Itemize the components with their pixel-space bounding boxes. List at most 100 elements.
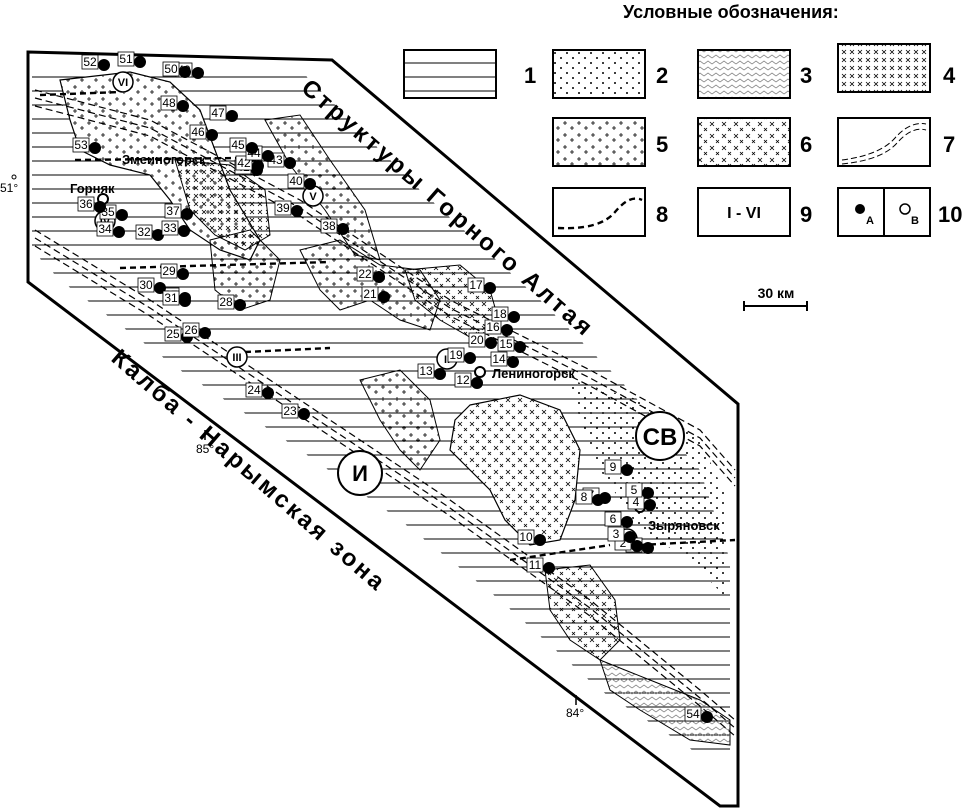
- deposit-4: 4: [627, 494, 656, 511]
- deposit-number: 45: [231, 138, 245, 152]
- deposit-number: 33: [163, 221, 177, 235]
- unit-3-area: [599, 659, 731, 746]
- city-gornyak: Горняк: [70, 181, 115, 205]
- deposit-15: 15: [497, 336, 526, 353]
- deposit-marker: [291, 205, 303, 217]
- svg-text:А: А: [866, 215, 874, 227]
- deposit-number: 26: [184, 323, 198, 337]
- deposit-marker: [642, 542, 654, 554]
- legend-item-1: 1: [403, 49, 536, 99]
- city-leninogorsk: Лениногорск: [474, 366, 575, 381]
- label-i-circle: И: [337, 450, 383, 496]
- svg-text:8: 8: [656, 202, 668, 227]
- legend-item-8: 8: [552, 187, 668, 237]
- deposit-number: 3: [613, 527, 620, 541]
- deposit-number: 28: [219, 295, 233, 309]
- deposit-label-box: [526, 557, 544, 573]
- deposit-29: 29: [160, 263, 189, 280]
- deposit-marker: [543, 562, 555, 574]
- dashed-faults: [39, 90, 736, 562]
- legend-item-5: 5: [552, 117, 668, 167]
- deposit-3: 3: [607, 526, 636, 543]
- deposit-21: 21: [361, 286, 390, 303]
- deposit-6: 6: [604, 511, 633, 528]
- deposit-marker: [337, 223, 349, 235]
- deposit-marker: [631, 540, 643, 552]
- deposit-number: 19: [449, 348, 463, 362]
- svg-text:1: 1: [524, 63, 536, 88]
- deposit-label-box: [137, 277, 155, 293]
- deposit-number: 25: [166, 327, 180, 341]
- deposit-label-box: [72, 137, 90, 153]
- deposit-number: 31: [164, 291, 178, 305]
- deposit-marker: [471, 377, 483, 389]
- deposit-label-box: [245, 382, 263, 398]
- deposit-marker: [179, 66, 191, 78]
- deposit-31: 31: [162, 290, 191, 307]
- deposit-32: 32: [135, 224, 164, 241]
- deposit-30: 30: [137, 277, 166, 294]
- legend-item-4: 4: [837, 43, 956, 93]
- deposit-50: 50: [162, 61, 191, 78]
- legend-item-3: 3: [697, 49, 812, 99]
- legend-title: Условные обозначения:: [623, 2, 839, 22]
- svg-text:3: 3: [800, 63, 812, 88]
- deposit-number: 24: [247, 383, 261, 397]
- deposit-marker: [508, 311, 520, 323]
- deposit-10: 10: [517, 529, 546, 546]
- svg-text:Зыряновск: Зыряновск: [648, 518, 720, 533]
- deposit-53: 53: [72, 137, 101, 154]
- svg-text:I - VI: I - VI: [727, 205, 761, 222]
- legend-item-6: 6: [697, 117, 812, 167]
- svg-text:4: 4: [943, 63, 956, 88]
- deposit-13: 13: [417, 363, 446, 380]
- svg-text:9: 9: [800, 202, 812, 227]
- deposit-marker: [252, 160, 264, 172]
- deposit-label-box: [135, 224, 153, 240]
- deposit-number: 20: [470, 333, 484, 347]
- deposit-46: 46: [189, 124, 218, 141]
- deposit-marker: [501, 324, 513, 336]
- deposit-marker: [621, 464, 633, 476]
- svg-text:10: 10: [938, 202, 962, 227]
- deposit-42: 42: [235, 155, 264, 172]
- deposit-number: 32: [137, 225, 151, 239]
- deposit-label-box: [161, 220, 179, 236]
- deposit-marker: [116, 209, 128, 221]
- deposit-marker: [592, 494, 604, 506]
- deposit-number: 13: [419, 364, 433, 378]
- deposit-label-box: [454, 372, 472, 388]
- deposit-label-box: [182, 322, 200, 338]
- coord-85: 85°: [196, 430, 214, 456]
- deposit-5: 5: [625, 482, 654, 499]
- roman-text: V: [309, 191, 317, 203]
- deposit-33: 33: [161, 220, 190, 237]
- deposit-marker: [534, 534, 546, 546]
- deposit-number: 9: [610, 460, 617, 474]
- deposit-label-box: [467, 277, 485, 293]
- deposit-40: 40: [287, 173, 316, 190]
- deposit-label-box: [281, 403, 299, 419]
- deposit-number: 5: [631, 483, 638, 497]
- svg-text:Лениногорск: Лениногорск: [492, 366, 575, 381]
- deposit-label-box: [417, 363, 435, 379]
- massif-leninogorsk-fill: [450, 395, 580, 545]
- deposit-number: 47: [211, 106, 225, 120]
- deposit-number: 17: [469, 278, 483, 292]
- deposit-24: 24: [245, 382, 274, 399]
- deposit-marker: [434, 368, 446, 380]
- deposit-number: 52: [83, 55, 97, 69]
- deposit-label-box: [81, 54, 99, 70]
- deposit-number: 50: [164, 62, 178, 76]
- deposit-22: 22: [356, 266, 385, 283]
- deposit-marker: [624, 531, 636, 543]
- deposit-label-box: [160, 263, 178, 279]
- roman-VI: VI: [112, 71, 134, 93]
- deposit-label-box: [447, 347, 465, 363]
- deposit-label-box: [117, 51, 135, 67]
- deposit-19: 19: [447, 347, 476, 364]
- deposit-marker: [284, 157, 296, 169]
- svg-text:7: 7: [943, 132, 955, 157]
- deposit-number: 30: [139, 278, 153, 292]
